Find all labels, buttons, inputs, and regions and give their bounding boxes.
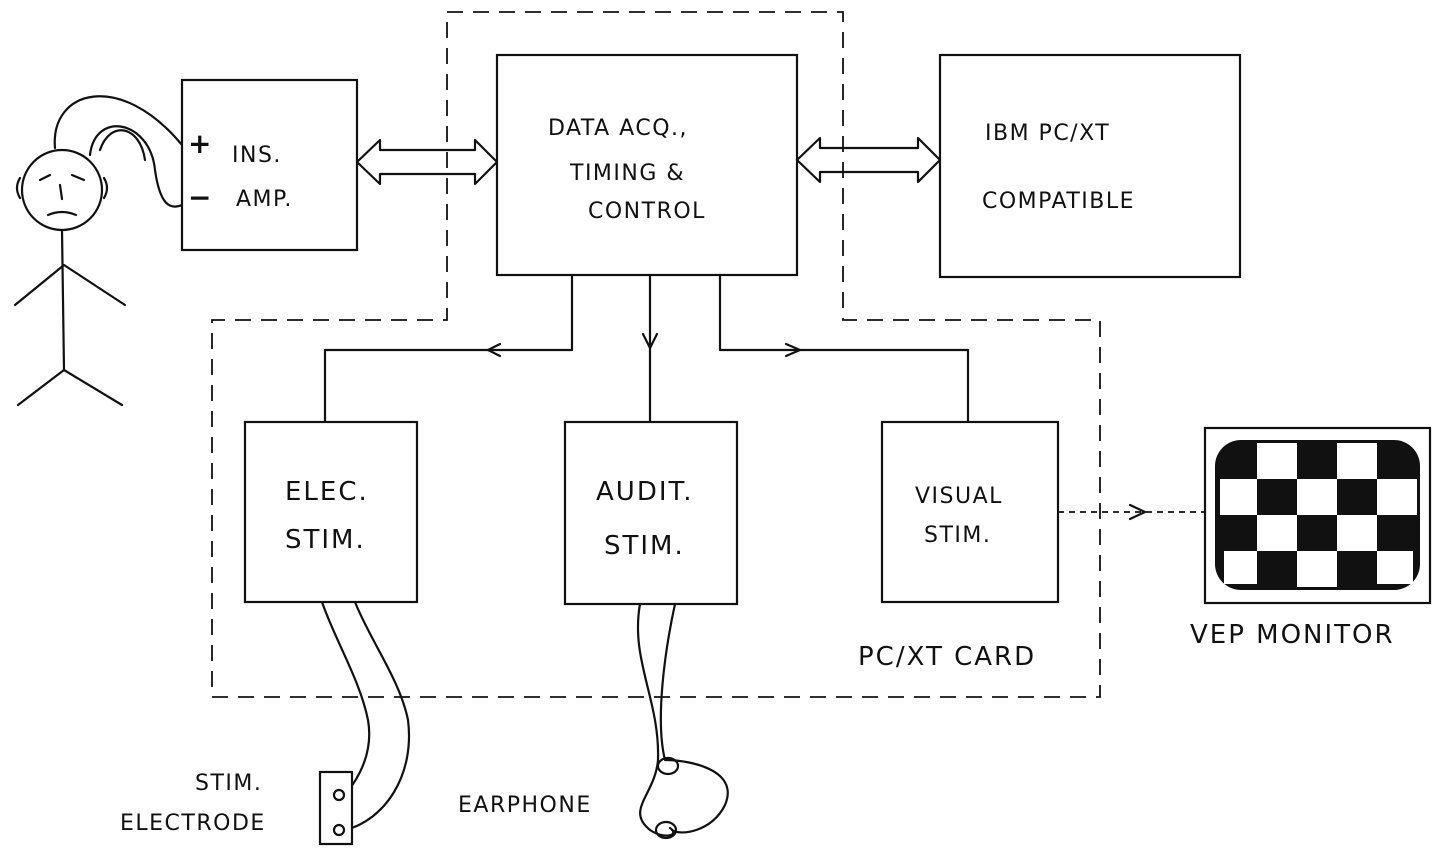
stim-electrode-cable — [320, 602, 409, 844]
data-acq-line3: CONTROL — [588, 199, 706, 224]
stim-electrode-line2: ELECTRODE — [120, 811, 266, 836]
data-acq-line1: DATA ACQ., — [548, 116, 688, 141]
ibm-pc-line1: IBM PC/XT — [985, 121, 1110, 146]
ins-amp-block: + − INS. AMP. — [182, 80, 357, 250]
earphone-label: EARPHONE — [458, 793, 592, 818]
audit-stim-line1: AUDIT. — [596, 477, 694, 507]
earphone-cable — [638, 604, 728, 838]
control-lines — [325, 275, 968, 422]
ins-amp-line2: AMP. — [236, 187, 293, 212]
pc-xt-card-label: PC/XT CARD — [858, 642, 1036, 672]
ins-amp-line1: INS. — [232, 143, 282, 168]
subject-figure — [15, 96, 182, 405]
elec-stim-line2: STIM. — [285, 525, 366, 555]
visual-stim-line2: STIM. — [924, 523, 991, 548]
elec-stim-block: ELEC. STIM. — [245, 422, 417, 602]
stim-electrode-line1: STIM. — [195, 771, 262, 796]
audit-stim-block: AUDIT. STIM. — [565, 422, 737, 604]
minus-sign: − — [188, 181, 211, 214]
audit-stim-line2: STIM. — [604, 531, 685, 561]
visual-stim-block: VISUAL STIM. — [882, 422, 1058, 602]
bus-arrow-amp-daq — [357, 140, 497, 184]
vep-monitor: VEP MONITOR — [1190, 428, 1430, 650]
ibm-pc-block: IBM PC/XT COMPATIBLE — [940, 55, 1240, 277]
plus-sign: + — [188, 127, 211, 160]
data-acq-block: DATA ACQ., TIMING & CONTROL — [497, 55, 797, 275]
vep-monitor-label: VEP MONITOR — [1190, 620, 1395, 650]
elec-stim-line1: ELEC. — [285, 477, 369, 507]
visual-to-monitor-line — [1058, 505, 1205, 519]
data-acq-line2: TIMING & — [569, 161, 685, 186]
ibm-pc-line2: COMPATIBLE — [982, 189, 1135, 214]
bus-arrow-daq-pc — [797, 138, 940, 182]
visual-stim-line1: VISUAL — [915, 484, 1003, 509]
